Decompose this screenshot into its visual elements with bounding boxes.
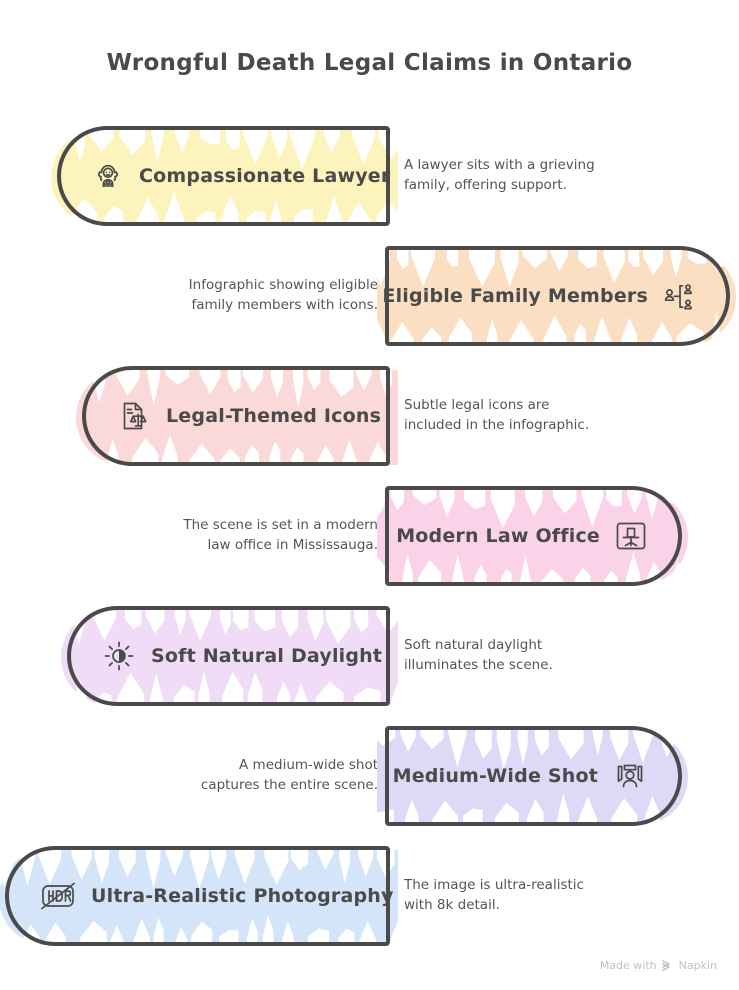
infographic-row: Compassionate Lawyer A lawyer sits with … [0, 126, 739, 236]
bar-label: Medium-Wide Shot [392, 765, 598, 787]
bar-content: Ultra-Realistic Photography [5, 846, 393, 946]
bar-outline [57, 126, 390, 226]
bar-label: Eligible Family Members [382, 285, 648, 307]
bar-content: Eligible Family Members [382, 246, 730, 346]
lawyer-wig-icon [91, 159, 125, 193]
hdr-off-icon [39, 881, 77, 911]
document-scales-icon [116, 398, 152, 434]
row-description: The image is ultra-realistic with 8k det… [404, 877, 584, 913]
row-description: The scene is set in a modern law office … [183, 517, 378, 553]
bar-outline [385, 486, 682, 586]
bar-outline [385, 246, 730, 346]
bar-outline [82, 366, 390, 466]
napkin-chevrons-icon [661, 960, 674, 971]
brightness-sun-icon [101, 638, 137, 674]
page-title: Wrongful Death Legal Claims in Ontario [106, 50, 633, 76]
bar-label: Legal-Themed Icons [166, 405, 382, 427]
row-description: A medium-wide shot captures the entire s… [200, 757, 378, 793]
infographic-row: Eligible Family Members Infographic show… [0, 246, 739, 356]
bar-3[interactable]: Legal-Themed Icons [76, 366, 398, 466]
bar-content: Compassionate Lawyer [57, 126, 390, 226]
infographic-row: Ultra-Realistic Photography The image is… [0, 846, 739, 956]
bar-label: Compassionate Lawyer [139, 165, 391, 187]
infographic-row: Modern Law Office The scene is set in a … [0, 486, 739, 596]
bar-5[interactable]: Soft Natural Daylight [61, 606, 398, 706]
infographic-row: Soft Natural Daylight Soft natural dayli… [0, 606, 739, 716]
bar-2[interactable]: Eligible Family Members [377, 246, 736, 346]
bar-label: Soft Natural Daylight [151, 645, 383, 667]
row-description: Subtle legal icons are included in the i… [404, 397, 590, 433]
bar-label: Ultra-Realistic Photography [91, 885, 394, 907]
bar-outline [385, 726, 682, 826]
bar-content: Medium-Wide Shot [385, 726, 682, 826]
family-hierarchy-icon [662, 279, 696, 313]
infographic-row: Legal-Themed Icons Subtle legal icons ar… [0, 366, 739, 476]
infographic-row: Medium-Wide Shot A medium-wide shot capt… [0, 726, 739, 836]
bar-7[interactable]: Ultra-Realistic Photography [0, 846, 398, 946]
footer-brand-label: Napkin [678, 959, 717, 972]
footer-made-with-label: Made with [599, 959, 657, 972]
office-chair-icon [614, 519, 648, 553]
row-description: Infographic showing eligible family memb… [188, 277, 378, 313]
footer-attribution: Made with Napkin [600, 959, 717, 972]
bar-content: Soft Natural Daylight [67, 606, 390, 706]
wide-shot-frame-icon [612, 758, 648, 794]
bar-label: Modern Law Office [396, 525, 600, 547]
row-description: Soft natural daylight illuminates the sc… [404, 637, 553, 673]
bar-6[interactable]: Medium-Wide Shot [377, 726, 688, 826]
bar-1[interactable]: Compassionate Lawyer [51, 126, 398, 226]
row-description: A lawyer sits with a grieving family, of… [404, 157, 595, 193]
bar-4[interactable]: Modern Law Office [377, 486, 688, 586]
bar-outline [67, 606, 390, 706]
bar-outline [5, 846, 390, 946]
bar-content: Legal-Themed Icons [82, 366, 390, 466]
bar-content: Modern Law Office [385, 486, 682, 586]
